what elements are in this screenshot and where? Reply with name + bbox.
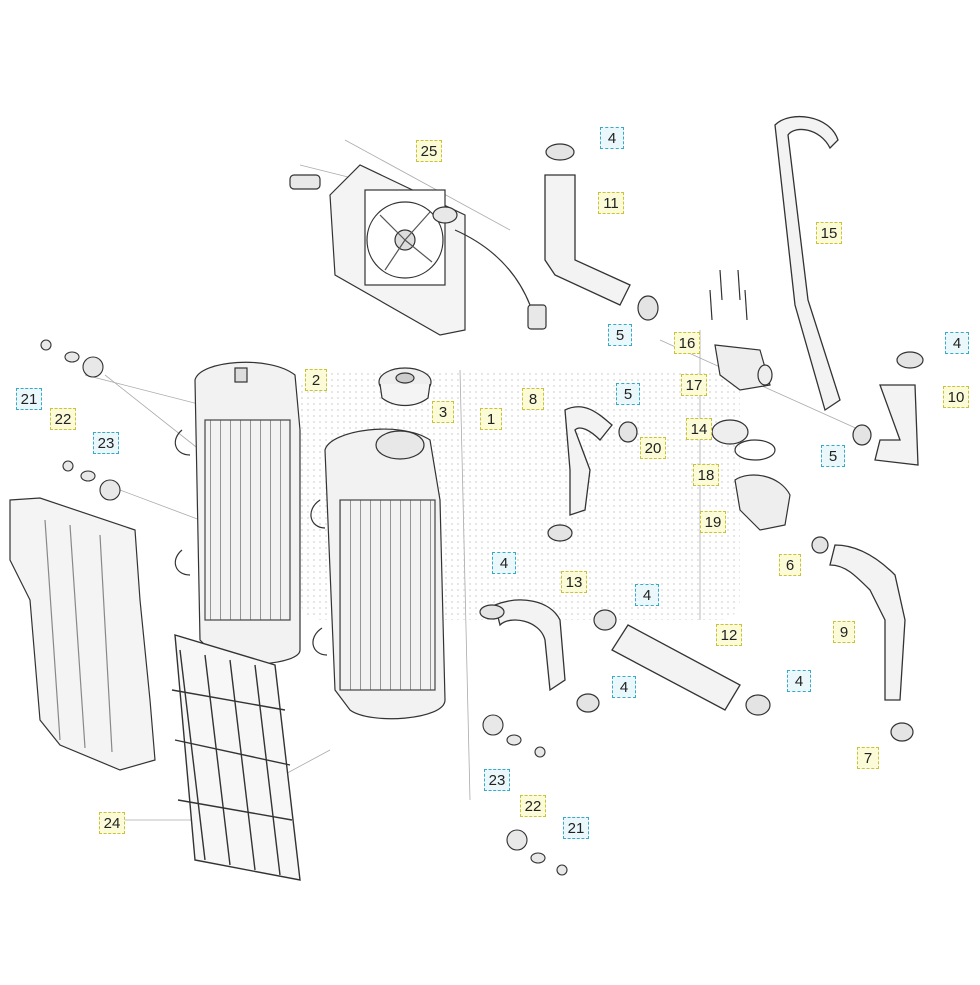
- fasteners: [40, 339, 568, 876]
- callout-label: 22: [520, 795, 546, 817]
- callout-label: 4: [600, 127, 624, 149]
- callout-label: 5: [616, 383, 640, 405]
- callout-label: 1: [480, 408, 502, 430]
- radiator-fan: [289, 164, 547, 336]
- callout-label: 17: [681, 374, 707, 396]
- callout-label: 2: [305, 369, 327, 391]
- callout-label: 5: [821, 445, 845, 467]
- callout-label: 9: [833, 621, 855, 643]
- callout-label: 25: [416, 140, 442, 162]
- callout-label: 4: [492, 552, 516, 574]
- callout-label: 19: [700, 511, 726, 533]
- callout-label: 13: [561, 571, 587, 593]
- callout-label: 4: [612, 676, 636, 698]
- radiator-cap: [378, 367, 432, 407]
- radiator-guard: [9, 497, 156, 771]
- callout-label: 21: [563, 817, 589, 839]
- callout-label: 10: [943, 386, 969, 408]
- callout-label: 15: [816, 222, 842, 244]
- callout-label: 18: [693, 464, 719, 486]
- callout-label: 20: [640, 437, 666, 459]
- callout-label: 24: [99, 812, 125, 834]
- callout-label: 3: [432, 401, 454, 423]
- radiator-left: [174, 361, 301, 665]
- callout-label: 21: [16, 388, 42, 410]
- callout-label: 4: [945, 332, 969, 354]
- callout-label: 4: [635, 584, 659, 606]
- callout-label: 12: [716, 624, 742, 646]
- thermostat-assembly: [709, 269, 791, 531]
- callout-label: 5: [608, 324, 632, 346]
- callout-label: 23: [93, 432, 119, 454]
- callout-label: 8: [522, 388, 544, 410]
- callout-label: 23: [484, 769, 510, 791]
- callout-label: 11: [598, 192, 624, 214]
- callout-label: 16: [674, 332, 700, 354]
- radiator-louver: [171, 634, 301, 881]
- hose-clamps: [479, 143, 924, 742]
- callout-label: 4: [787, 670, 811, 692]
- callout-label: 7: [857, 747, 879, 769]
- radiator-right: [310, 428, 446, 720]
- callout-label: 6: [779, 554, 801, 576]
- callout-label: 14: [686, 418, 712, 440]
- coolant-hoses: [494, 115, 919, 711]
- callout-label: 22: [50, 408, 76, 430]
